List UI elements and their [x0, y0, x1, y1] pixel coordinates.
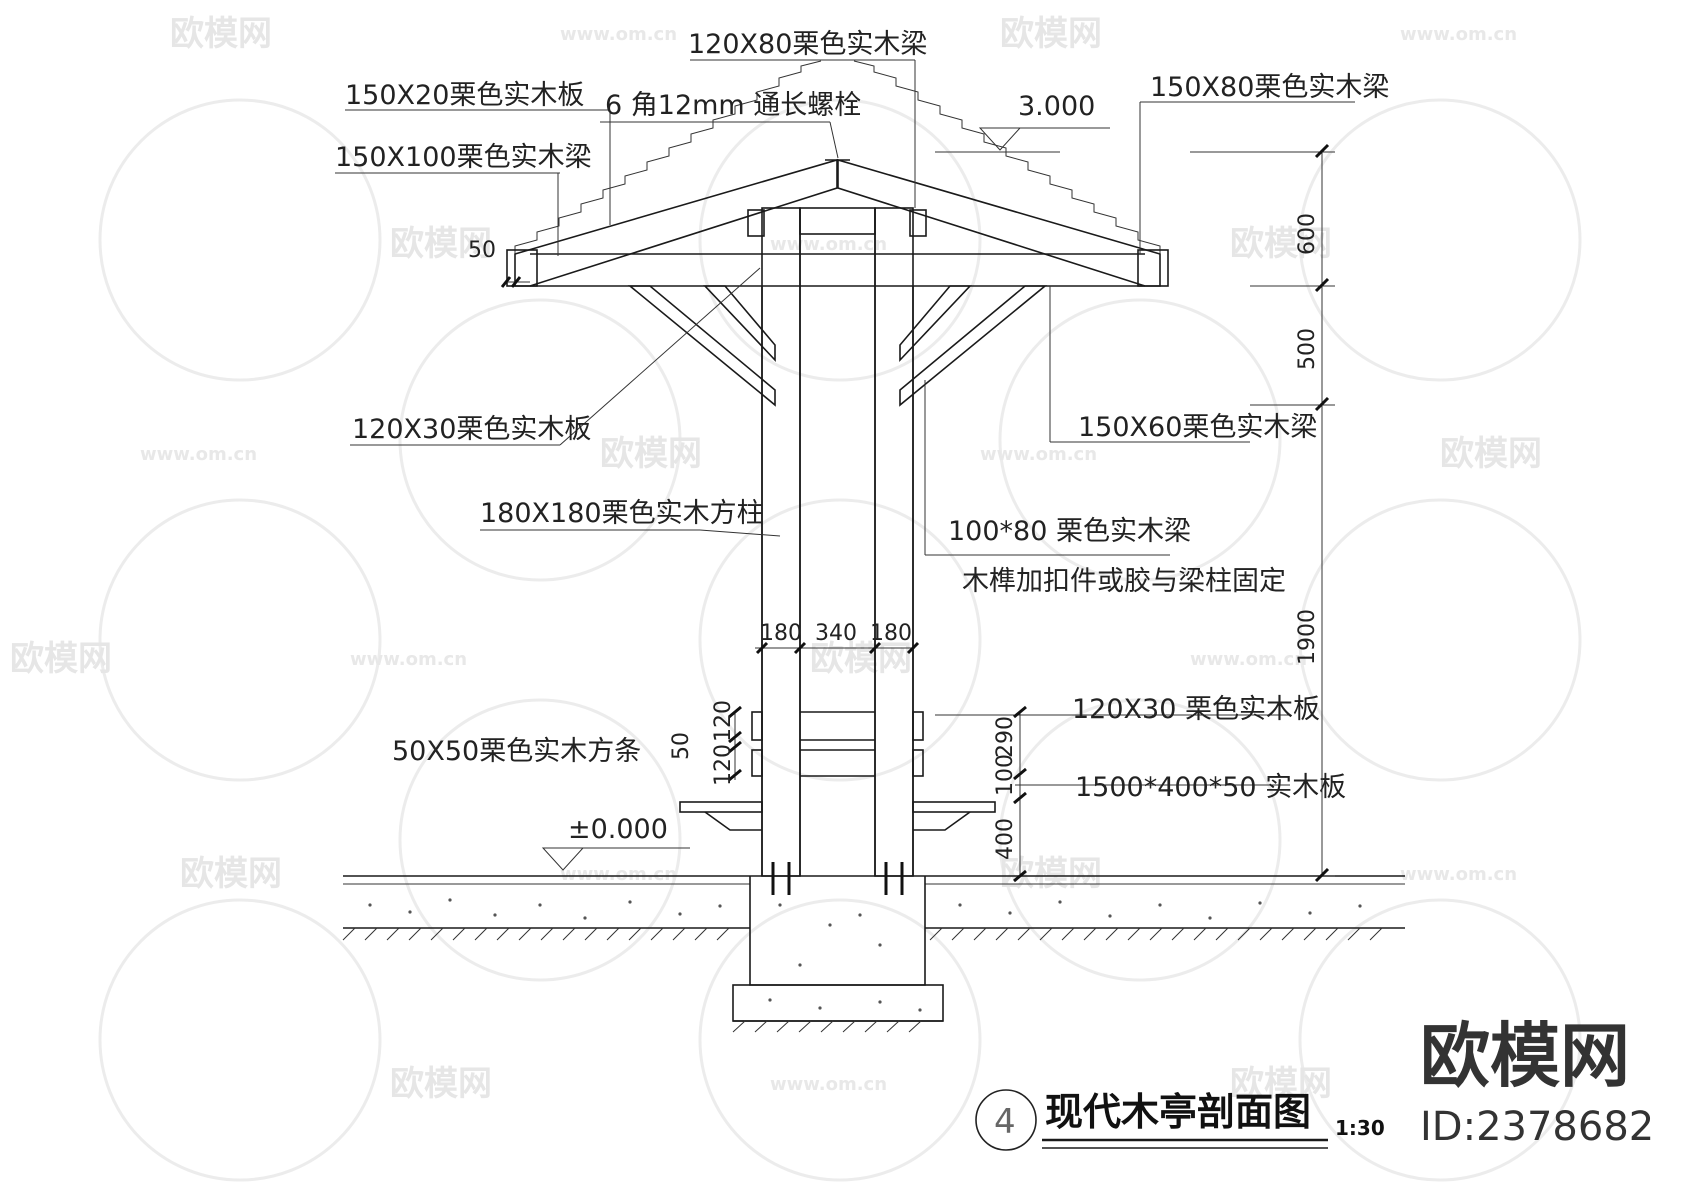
watermark-brand: 欧模网 — [1440, 434, 1542, 474]
label-column-180: 180X180栗色实木方柱 — [480, 498, 764, 529]
label-strip-50x50: 50X50栗色实木方条 — [392, 736, 641, 767]
watermark-stamp: 欧模网 ID:2378682 — [1420, 1015, 1654, 1150]
dim-100: 100 — [993, 754, 1018, 796]
label-board-120x30-lower: 120X30 栗色实木板 — [1072, 694, 1320, 725]
watermark-url: www.om.cn — [560, 864, 677, 885]
stamp-brand: 欧模网 — [1420, 1015, 1630, 1097]
watermark-url: www.om.cn — [980, 444, 1097, 465]
elevation-markers: 3.000 ±0.000 — [541, 91, 1110, 871]
label-beam-120x80: 120X80栗色实木梁 — [688, 29, 927, 60]
watermark-url: www.om.cn — [1400, 864, 1517, 885]
watermark-url: www.om.cn — [560, 24, 677, 45]
roof — [506, 60, 1169, 287]
watermark-brand: 欧模网 — [1230, 224, 1332, 264]
label-board-150x20: 150X20栗色实木板 — [345, 80, 584, 111]
watermark-brand: 欧模网 — [180, 854, 282, 894]
label-beam-100x80: 100*80 栗色实木梁 — [948, 516, 1191, 547]
drawing-title: 现代木亭剖面图 — [1045, 1090, 1311, 1134]
dim-500: 500 — [1295, 328, 1320, 370]
dim-50: 50 — [468, 238, 496, 263]
title-number: 4 — [994, 1102, 1016, 1142]
title-number-circle — [975, 1089, 1037, 1151]
dim-120-b: 120 — [711, 744, 736, 786]
dim-600: 600 — [1295, 213, 1320, 255]
dimension-lines: 50 600 500 1900 180 340 180 120 50 120 2… — [468, 143, 1335, 883]
braces — [627, 285, 1048, 407]
ground — [342, 862, 1405, 1033]
watermark-brand: 欧模网 — [1000, 14, 1102, 54]
elevation-ground: ±0.000 — [568, 814, 668, 845]
dim-120-a: 120 — [711, 700, 736, 742]
watermark-brand: 欧模网 — [810, 639, 912, 679]
watermark-url: www.om.cn — [770, 234, 887, 255]
dim-180-right: 180 — [870, 621, 912, 646]
watermark-brand: 欧模网 — [10, 639, 112, 679]
dim-400: 400 — [993, 818, 1018, 860]
watermark-brand: 欧模网 — [170, 14, 272, 54]
dim-340: 340 — [815, 621, 857, 646]
watermark-brand: 欧模网 — [390, 224, 492, 264]
label-bolt: 6 角12mm 通长螺栓 — [605, 90, 861, 121]
title-block: 4 现代木亭剖面图 1:30 — [975, 1089, 1385, 1151]
watermark-url: www.om.cn — [1400, 24, 1517, 45]
watermark-url: www.om.cn — [1190, 649, 1307, 670]
label-board-120x30-upper: 120X30栗色实木板 — [352, 414, 591, 445]
drawing-scale: 1:30 — [1335, 1116, 1385, 1140]
watermark-brand: 欧模网 — [1000, 854, 1102, 894]
dim-50-b: 50 — [669, 732, 694, 760]
label-fixing-note: 木榫加扣件或胶与梁柱固定 — [962, 566, 1286, 597]
columns — [761, 207, 914, 877]
label-seat-board: 1500*400*50 实木板 — [1075, 772, 1346, 803]
watermark-brand: 欧模网 — [390, 1064, 492, 1104]
dim-1900: 1900 — [1295, 609, 1320, 665]
dim-180-left: 180 — [760, 621, 802, 646]
watermark-brand: 欧模网 — [1230, 1064, 1332, 1104]
elevation-top: 3.000 — [1018, 91, 1095, 122]
annotations: 120X80栗色实木梁 150X20栗色实木板 6 角12mm 通长螺栓 150… — [335, 29, 1389, 803]
watermark-url: www.om.cn — [350, 649, 467, 670]
watermark-layer: 欧模网 欧模网 欧模网 欧模网 欧模网 欧模网 欧模网 欧模网 欧模网 欧模网 … — [10, 14, 1582, 1182]
stamp-id: ID:2378682 — [1420, 1104, 1654, 1150]
watermark-url: www.om.cn — [770, 1074, 887, 1095]
watermark-brand: 欧模网 — [600, 434, 702, 474]
bench — [679, 711, 996, 831]
watermark-url: www.om.cn — [140, 444, 257, 465]
label-beam-150x60: 150X60栗色实木梁 — [1078, 412, 1317, 443]
dim-290: 290 — [993, 716, 1018, 758]
leader-lines — [335, 59, 1355, 786]
label-beam-150x80: 150X80栗色实木梁 — [1150, 72, 1389, 103]
label-beam-150x100: 150X100栗色实木梁 — [335, 142, 592, 173]
